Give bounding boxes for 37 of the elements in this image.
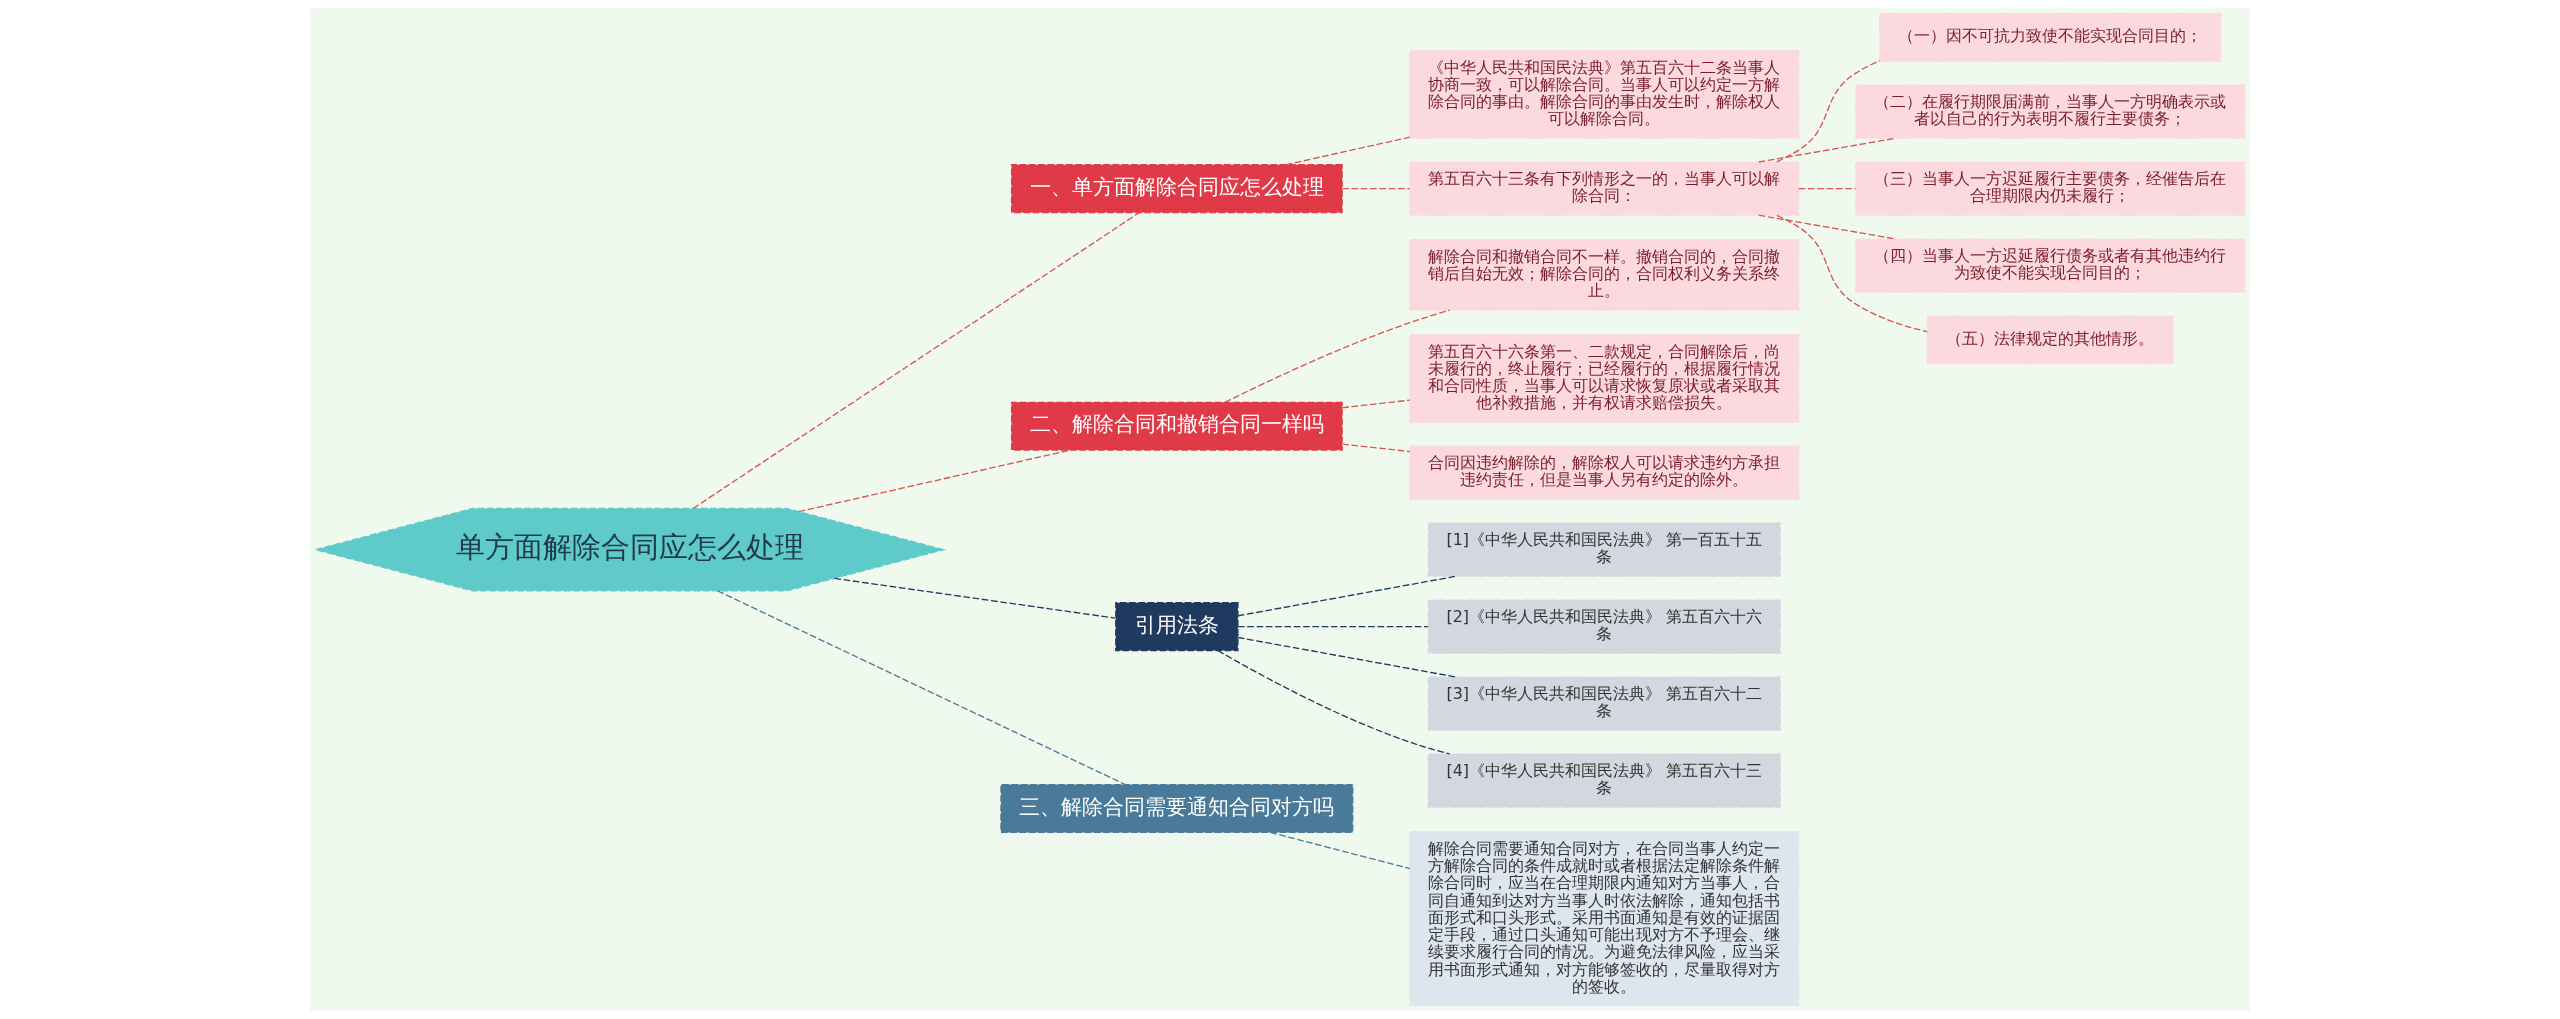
node-box: [2]《中华人民共和国民法典》 第五百六十六条 (1427, 599, 1781, 654)
connector (1341, 399, 1411, 409)
node-box: 第五百六十六条第一、二款规定，合同解除后，尚未履行的，终止履行；已经履行的，根据履行情况和合同性质，当事人可以请求恢复原状或者采取其他补救措施，并有权请求赔偿损失。 (1409, 333, 1800, 423)
connector (1237, 625, 1429, 628)
connector (692, 211, 1141, 509)
connector (1798, 187, 1857, 190)
connector (1269, 831, 1411, 870)
node-box: 合同因违约解除的，解除权人可以请求违约方承担违约责任，但是当事人另有约定的除外。 (1409, 445, 1800, 500)
node-box: 《中华人民共和国民法典》第五百六十二条当事人协商一致，可以解除合同。当事人可以约定一方解除合同的事由。解除合同的事由发生时，解除权人可以解除合同。 (1409, 49, 1800, 139)
node-box: 引用法条 (1115, 602, 1239, 652)
connector (1776, 60, 1881, 163)
node-box: 解除合同和撤销合同不一样。撤销合同的，合同撤销后自始无效；解除合同的，合同权利义务关系终止。 (1409, 239, 1800, 311)
node-box: [3]《中华人民共和国民法典》 第五百六十二条 (1427, 676, 1781, 731)
node-box: [1]《中华人民共和国民法典》 第一百五十五条 (1427, 522, 1781, 577)
node-box: （四）当事人一方迟延履行债务或者有其他违约行为致使不能实现合同目的； (1855, 238, 2246, 293)
connector (1224, 309, 1451, 403)
connector (1341, 187, 1411, 190)
connector (1776, 214, 1928, 333)
connector (798, 449, 1071, 513)
connector (833, 577, 1116, 619)
node-box: 一、单方面解除合同应怎么处理 (1010, 164, 1343, 214)
node-box: 三、解除合同需要通知合同对方吗 (1000, 783, 1354, 834)
node-box: （五）法律规定的其他情形。 (1926, 315, 2174, 365)
connector (717, 590, 1126, 786)
connector (1758, 214, 1897, 240)
node-box: 二、解除合同和撤销合同一样吗 (1010, 401, 1343, 451)
node-box: 解除合同需要通知合同对方，在合同当事人约定一方解除合同的条件成就时或者根据法定解除条件解除合同时，应当在合理期限内通知对方当事人，合同自通知到达对方当事人时依法解除，通知包括书面形式和口头形式。采用书面通知是有效的证据固定手段，通过口头通知可能出现对方不予理会、继续要求履行合同的情况。为避免法律风险，应当采用书面形式通知，对方能够签收的，尽量取得对方的签收。 (1409, 831, 1800, 1007)
connector (1285, 136, 1411, 166)
connector (1237, 636, 1457, 678)
connector (1237, 575, 1457, 617)
node-box: （一）因不可抗力致使不能实现合同目的； (1879, 12, 2222, 62)
node-box: [4]《中华人民共和国民法典》 第五百六十三条 (1427, 753, 1781, 808)
node-box: （二）在履行期限届满前，当事人一方明确表示或者以自己的行为表明不履行主要债务； (1855, 84, 2246, 139)
node-box: 第五百六十三条有下列情形之一的，当事人可以解除合同： (1409, 161, 1800, 216)
connector (1341, 443, 1411, 453)
connector (1217, 650, 1451, 755)
node-box: （三）当事人一方迟延履行主要债务，经催告后在合理期限内仍未履行； (1855, 161, 2246, 216)
